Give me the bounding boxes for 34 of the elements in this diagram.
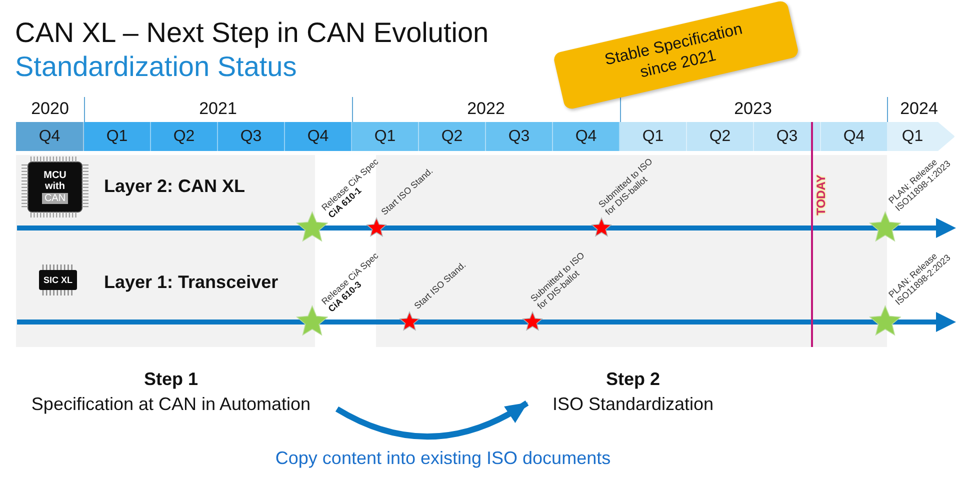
step-description: Specification at CAN in Automation bbox=[30, 393, 312, 416]
transceiver-chip bbox=[38, 264, 78, 296]
chip-label: SIC XL bbox=[43, 275, 72, 285]
curved-arrow bbox=[336, 400, 529, 440]
quarter-cell: Q2 bbox=[151, 122, 218, 151]
microcontroller-chip bbox=[21, 156, 89, 218]
quarter-cell: Q1 bbox=[620, 122, 687, 151]
step-description: ISO Standardization bbox=[551, 393, 715, 416]
chip-label: CAN bbox=[42, 193, 68, 204]
step-heading: Step 2 bbox=[604, 368, 662, 391]
quarter-cell: Q4 bbox=[16, 122, 84, 151]
layer-label: Layer 2: CAN XL bbox=[104, 175, 246, 197]
today-label: TODAY bbox=[814, 174, 828, 216]
year-label: 2022 bbox=[467, 98, 505, 120]
year-label: 2024 bbox=[900, 98, 938, 120]
quarter-cell: Q4 bbox=[553, 122, 620, 151]
quarter-cell: Q3 bbox=[218, 122, 285, 151]
quarter-cell: Q4 bbox=[821, 122, 888, 151]
layer-label: Layer 1: Transceiver bbox=[104, 271, 278, 293]
quarter-cell: Q2 bbox=[687, 122, 754, 151]
year-label: 2021 bbox=[199, 98, 237, 120]
quarter-cell: Q1 bbox=[84, 122, 151, 151]
title: CAN XL – Next Step in CAN Evolution bbox=[15, 17, 489, 49]
chip-label: MCU with bbox=[42, 170, 68, 192]
step-heading: Step 1 bbox=[142, 368, 200, 391]
quarter-cell: Q1 bbox=[352, 122, 419, 151]
year-label: 2020 bbox=[31, 98, 69, 120]
quarter-cell: Q1 bbox=[888, 122, 955, 151]
quarter-cell: Q3 bbox=[754, 122, 821, 151]
quarter-cell: Q4 bbox=[285, 122, 352, 151]
quarter-cell: Q3 bbox=[486, 122, 553, 151]
quarter-cell: Q2 bbox=[419, 122, 486, 151]
year-label: 2023 bbox=[734, 98, 772, 120]
subtitle: Standardization Status bbox=[15, 51, 297, 83]
